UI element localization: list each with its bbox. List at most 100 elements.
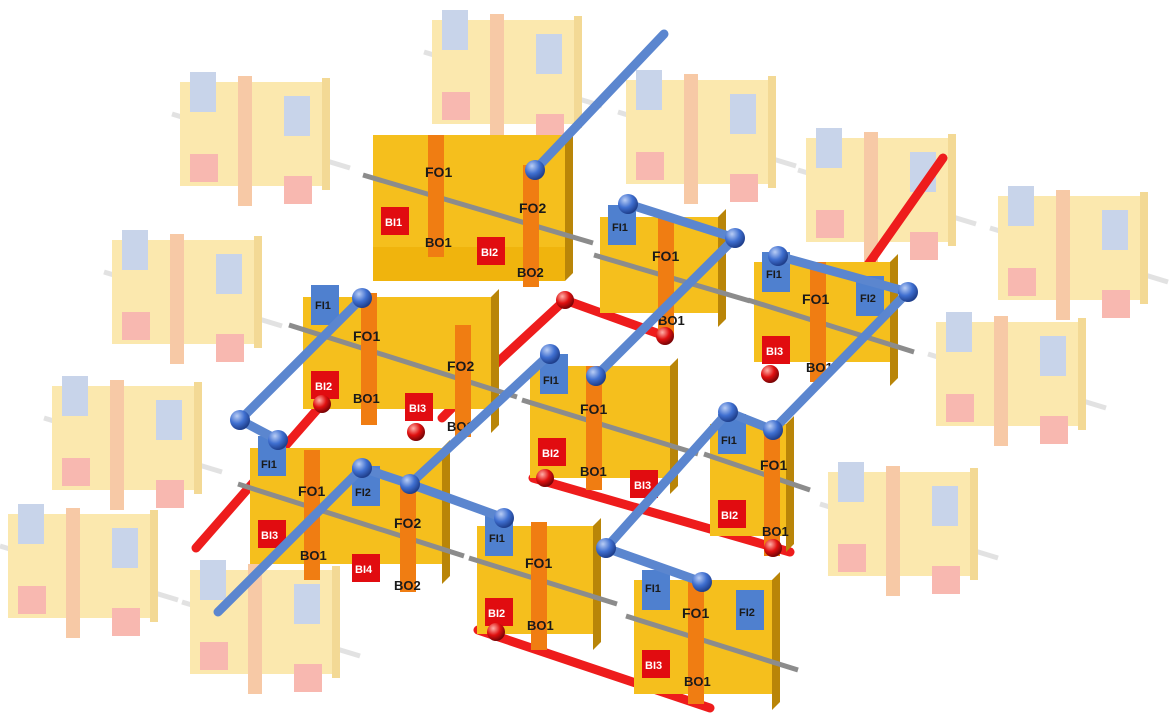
faded-part bbox=[946, 394, 974, 422]
faded-part bbox=[332, 566, 340, 678]
faded-part bbox=[248, 564, 262, 694]
board-side bbox=[442, 440, 450, 584]
bo-label: BO1 bbox=[684, 674, 711, 689]
board-lower bbox=[373, 247, 565, 281]
blue-node bbox=[230, 410, 250, 430]
fo-strip bbox=[400, 482, 416, 592]
blue-node bbox=[352, 288, 372, 308]
faded-part bbox=[66, 508, 80, 638]
blue-link bbox=[530, 29, 669, 175]
faded-part bbox=[18, 586, 46, 614]
blue-node bbox=[768, 246, 788, 266]
fo-label: FO2 bbox=[447, 358, 474, 374]
blue-node bbox=[268, 430, 288, 450]
faded-part bbox=[238, 76, 252, 206]
red-node bbox=[313, 395, 331, 413]
faded-module bbox=[103, 230, 283, 364]
fi-block bbox=[311, 285, 339, 325]
faded-part bbox=[636, 152, 664, 180]
bi-label: BI2 bbox=[542, 448, 559, 460]
fi-label: FI1 bbox=[543, 375, 559, 387]
red-link bbox=[528, 473, 795, 557]
faded-part bbox=[216, 254, 242, 294]
red-link bbox=[473, 625, 715, 713]
faded-part bbox=[442, 10, 468, 50]
faded-part bbox=[1008, 268, 1036, 296]
red-node bbox=[764, 539, 782, 557]
faded-part bbox=[730, 94, 756, 134]
module-mid-left: FI1 FO1 FO2 BI2 BI3 BO1 BO1 bbox=[288, 285, 518, 437]
fo-strip bbox=[586, 366, 602, 490]
fi-label: FI1 bbox=[261, 459, 277, 471]
bi-label: BI4 bbox=[355, 564, 373, 576]
faded-part bbox=[254, 236, 262, 348]
faded-module bbox=[43, 376, 223, 510]
blue-node bbox=[540, 344, 560, 364]
faded-part bbox=[62, 376, 88, 416]
faded-part bbox=[112, 608, 140, 636]
faded-part bbox=[156, 400, 182, 440]
fo-label: FO2 bbox=[394, 515, 421, 531]
faded-part bbox=[948, 134, 956, 246]
red-node bbox=[556, 291, 574, 309]
blue-link bbox=[723, 251, 913, 435]
board-side bbox=[491, 289, 499, 433]
blue-node bbox=[763, 420, 783, 440]
bi-label: BI2 bbox=[481, 247, 498, 259]
bi-block bbox=[381, 207, 409, 235]
axle bbox=[747, 297, 915, 355]
faded-part bbox=[284, 176, 312, 204]
fo-strip bbox=[810, 262, 826, 382]
faded-module bbox=[819, 462, 999, 596]
axle bbox=[521, 397, 699, 457]
blue-node bbox=[586, 366, 606, 386]
bo-label: BO1 bbox=[353, 391, 380, 406]
blue-node bbox=[525, 160, 545, 180]
fi-label: FI1 bbox=[315, 300, 331, 312]
faded-part bbox=[112, 528, 138, 568]
faded-part bbox=[18, 504, 44, 544]
faded-part bbox=[816, 210, 844, 238]
bi-label: BI3 bbox=[645, 660, 662, 672]
faded-part bbox=[322, 78, 330, 190]
fi-label: FI2 bbox=[355, 487, 371, 499]
bi-block bbox=[311, 371, 339, 399]
faded-part bbox=[886, 466, 900, 596]
bi-block bbox=[485, 598, 513, 626]
board-side bbox=[670, 358, 678, 494]
red-node bbox=[656, 327, 674, 345]
faded-module bbox=[181, 560, 361, 694]
faded-part bbox=[932, 486, 958, 526]
faded-part bbox=[1040, 416, 1068, 444]
blue-node bbox=[494, 508, 514, 528]
bo-label: BO1 bbox=[425, 235, 452, 250]
fo-label: FO1 bbox=[298, 483, 325, 499]
faded-part bbox=[62, 458, 90, 486]
faded-part bbox=[730, 174, 758, 202]
faded-module bbox=[171, 72, 351, 206]
fo-strip bbox=[455, 325, 471, 437]
faded-part bbox=[156, 480, 184, 508]
faded-part bbox=[970, 468, 978, 580]
faded-part bbox=[1078, 318, 1086, 430]
faded-part bbox=[574, 16, 582, 128]
faded-part bbox=[536, 34, 562, 74]
board-side bbox=[565, 127, 573, 281]
blue-node bbox=[898, 282, 918, 302]
fo-label: FO1 bbox=[760, 457, 787, 473]
blue-node bbox=[725, 228, 745, 248]
faded-module bbox=[617, 70, 797, 204]
axle bbox=[703, 451, 811, 493]
bo-label: BO1 bbox=[658, 313, 685, 328]
faded-module bbox=[0, 504, 179, 638]
faded-part bbox=[864, 132, 878, 262]
faded-part bbox=[190, 154, 218, 182]
blue-node bbox=[596, 538, 616, 558]
bo-label: BO2 bbox=[394, 578, 421, 593]
blue-node bbox=[618, 194, 638, 214]
faded-part bbox=[768, 76, 776, 188]
faded-part bbox=[200, 642, 228, 670]
blue-node bbox=[692, 572, 712, 592]
blue-node bbox=[718, 402, 738, 422]
